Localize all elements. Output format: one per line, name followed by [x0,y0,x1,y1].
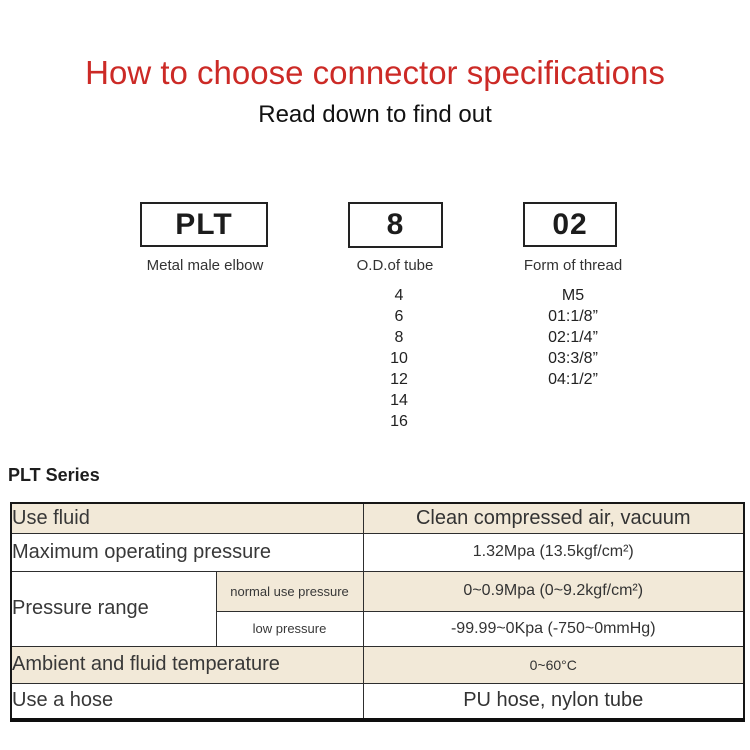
page-subtitle: Read down to find out [258,101,492,128]
table-row: Use a hose PU hose, nylon tube [10,682,745,721]
tube-od-option: 8 [394,329,404,346]
row-value-low-pressure: -99.99~0Kpa (-750~0mmHg) [362,610,745,647]
thread-option: 01:1/8” [548,308,598,325]
table-row: Pressure range normal use pressure 0~0.9… [10,570,745,647]
page-title: How to choose connector specifications [85,54,665,91]
row-value-max-pressure: 1.32Mpa (13.5kgf/cm²) [362,532,745,572]
code-box-series: PLT [140,202,268,247]
code-box-tube-od: 8 [348,202,443,248]
thread-option: M5 [561,287,585,304]
row-value-hose: PU hose, nylon tube [362,682,745,721]
code-label-tube-od: O.D.of tube [356,257,434,274]
tube-od-option: 6 [394,308,404,325]
tube-od-option: 10 [390,350,408,367]
row-label-temperature: Ambient and fluid temperature [10,645,364,684]
sub-label-low-pressure: low pressure [215,610,364,647]
row-label-pressure-range: Pressure range [10,570,217,647]
code-box-thread: 02 [523,202,617,247]
tube-od-option: 4 [394,287,404,304]
spec-table: Use fluid Clean compressed air, vacuum M… [10,502,745,722]
spec-table-container: Use fluid Clean compressed air, vacuum M… [10,502,745,722]
row-value-use-fluid: Clean compressed air, vacuum [362,502,745,534]
row-label-hose: Use a hose [10,682,364,721]
tube-od-option: 16 [390,413,408,430]
thread-option-list: M5 01:1/8” 02:1/4” 03:3/8” 04:1/2” [512,285,634,390]
tube-od-option: 14 [390,392,408,409]
table-row: Maximum operating pressure 1.32Mpa (13.5… [10,532,745,572]
table-row: Ambient and fluid temperature 0~60°C [10,645,745,684]
row-value-normal-pressure: 0~0.9Mpa (0~9.2kgf/cm²) [362,570,745,612]
tube-od-option: 12 [390,371,408,388]
sub-label-normal-pressure: normal use pressure [215,570,364,612]
code-label-thread: Form of thread [523,257,623,274]
row-label-use-fluid: Use fluid [10,502,364,534]
thread-option: 03:3/8” [548,350,598,367]
code-label-series: Metal male elbow [146,257,264,274]
tube-od-option-list: 4 6 8 10 12 14 16 [349,285,449,432]
table-row: Use fluid Clean compressed air, vacuum [10,502,745,534]
thread-option: 04:1/2” [548,371,598,388]
series-heading: PLT Series [8,465,100,485]
row-label-max-pressure: Maximum operating pressure [10,532,364,572]
row-value-temperature: 0~60°C [362,645,745,684]
table-row: low pressure -99.99~0Kpa (-750~0mmHg) [11,610,745,647]
thread-option: 02:1/4” [548,329,598,346]
